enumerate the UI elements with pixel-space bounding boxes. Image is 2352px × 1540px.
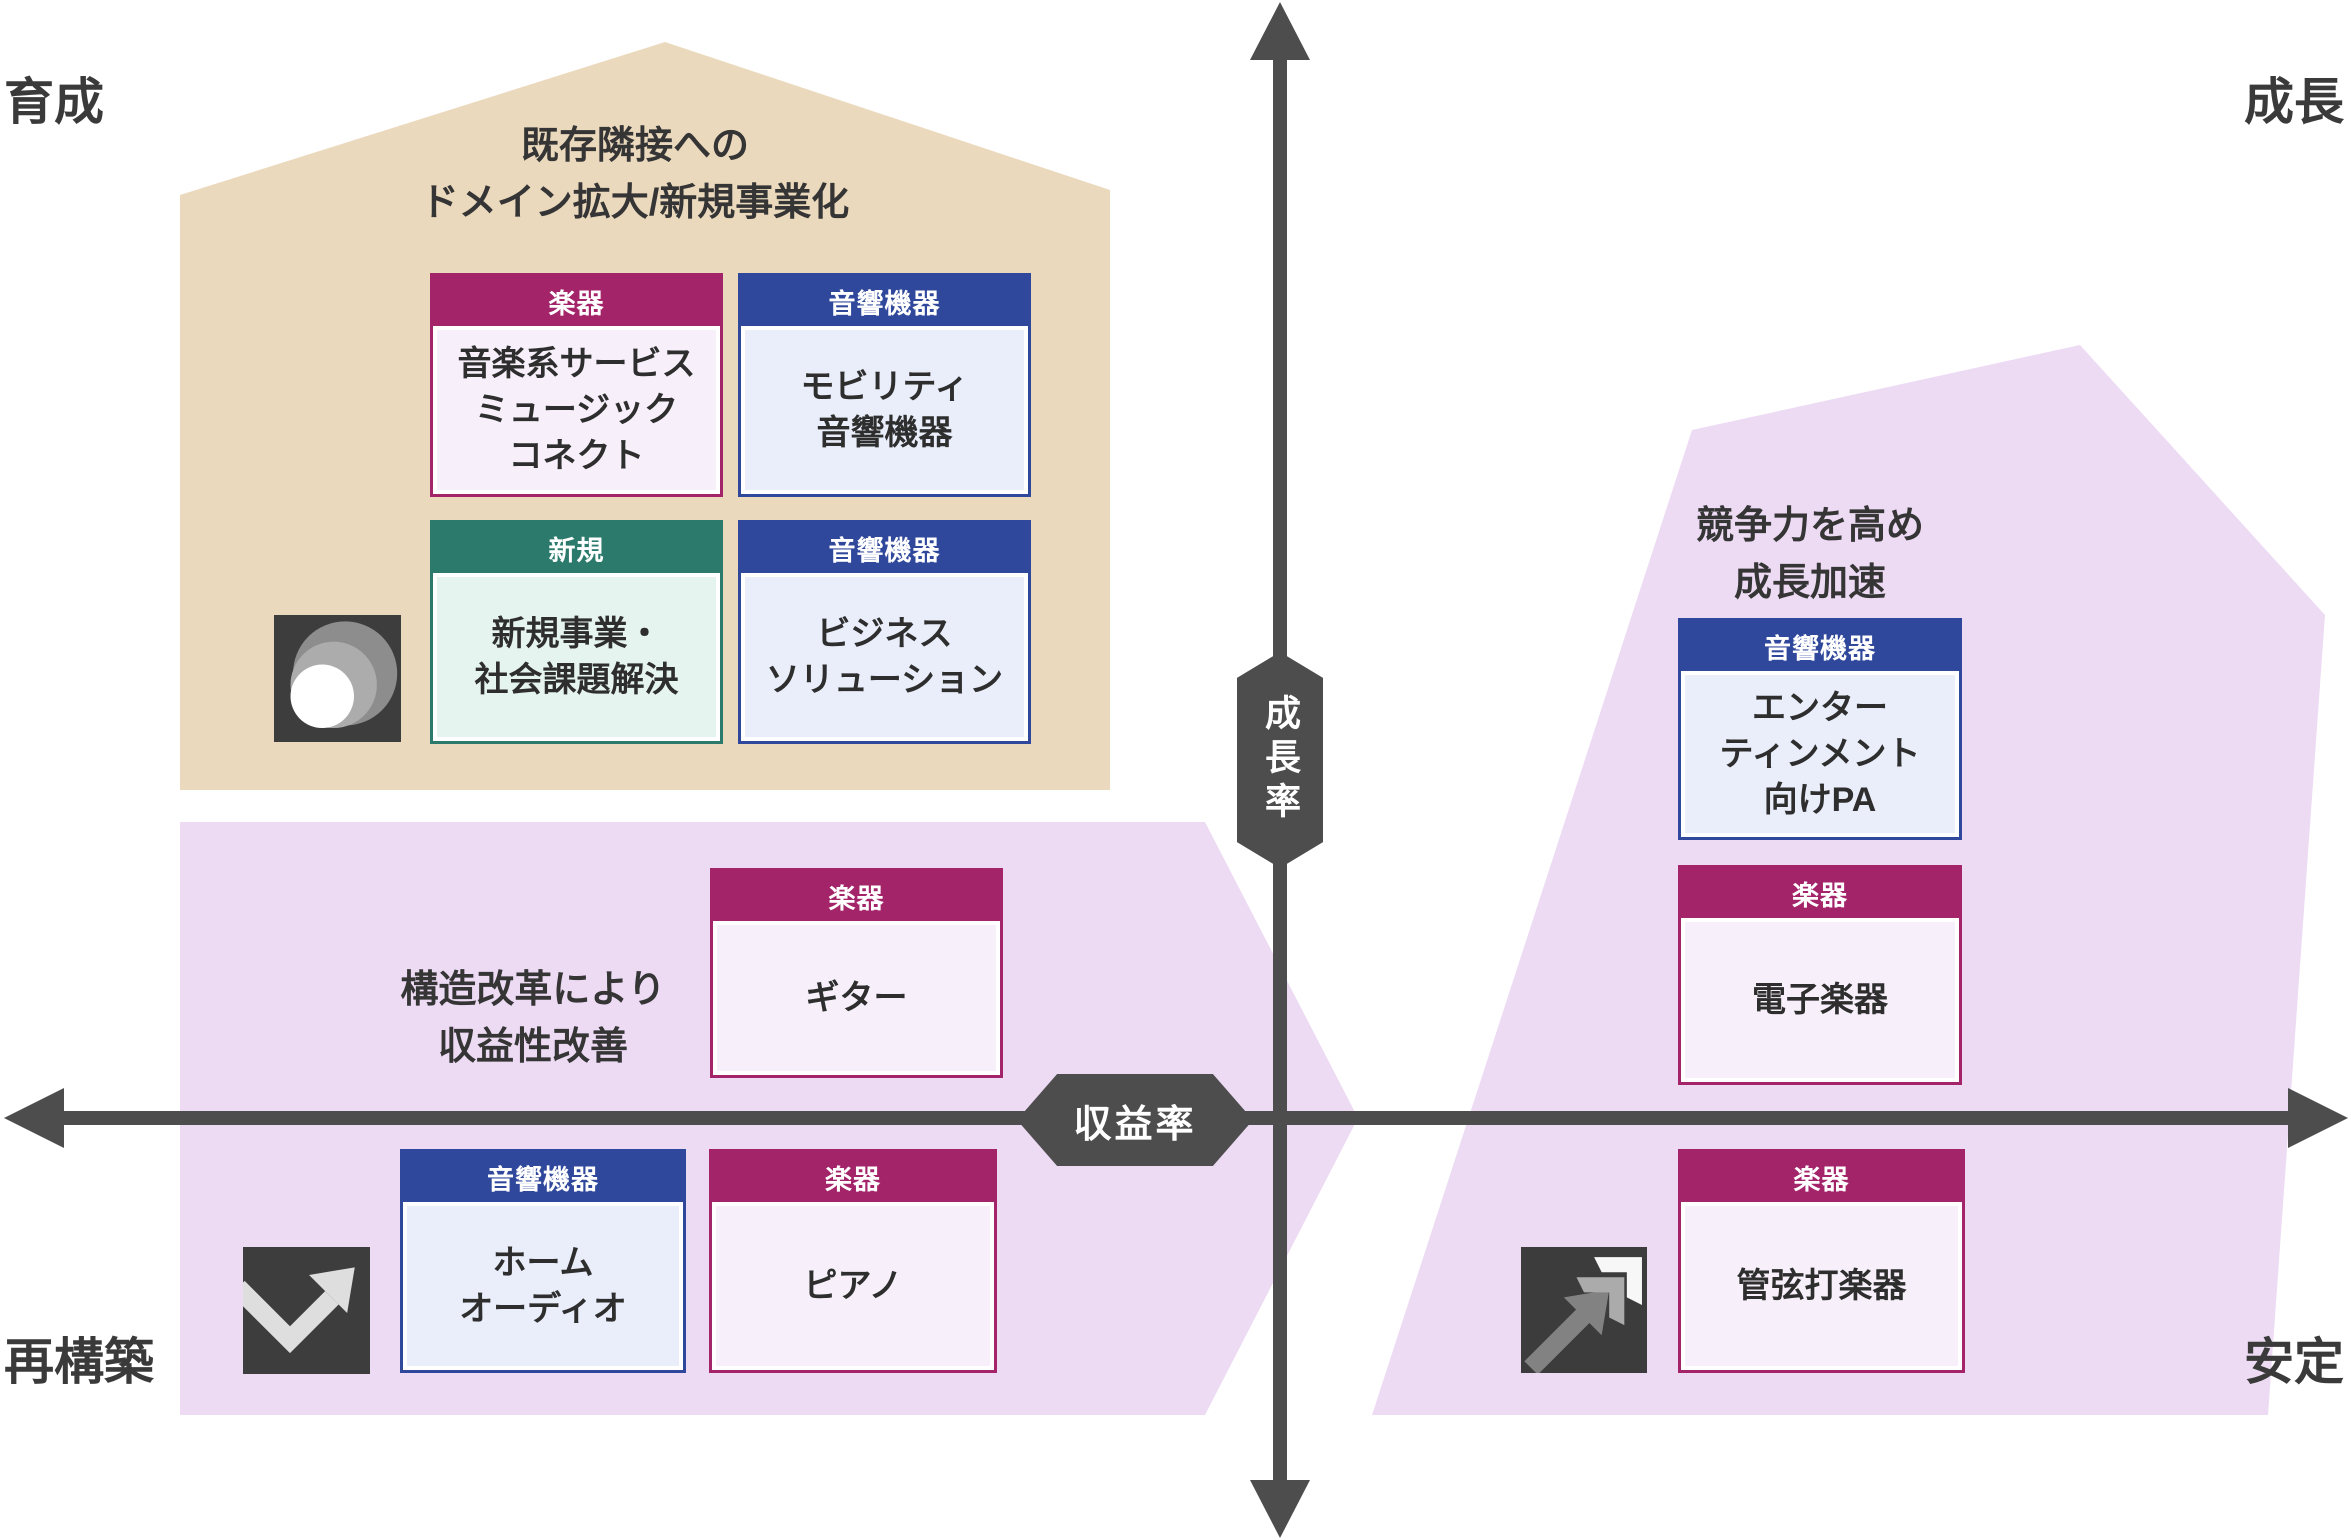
expand-region-title: 既存隣接への ドメイン拡大/新規事業化 (335, 118, 935, 232)
card-category-tag: 音響機器 (741, 523, 1028, 573)
card-body-line: 電子楽器 (1752, 981, 1888, 1019)
card-body: モビリティ 音響機器 (741, 326, 1028, 494)
accelerate-region-title: 競争力を高め 成長加速 (1510, 498, 2110, 612)
card-body-line: コネクト (508, 437, 645, 475)
card-body: ピアノ (712, 1202, 994, 1370)
card-new-business: 新規 新規事業・ 社会課題解決 (430, 520, 723, 744)
card-category-tag: 楽器 (1681, 1152, 1962, 1202)
card-body-line: ビジネス (816, 615, 953, 653)
card-category-tag: 楽器 (433, 276, 720, 326)
card-orchestral-percussion: 楽器 管弦打楽器 (1678, 1149, 1965, 1373)
card-piano: 楽器 ピアノ (709, 1149, 997, 1373)
card-home-audio: 音響機器 ホーム オーディオ (400, 1149, 686, 1373)
card-body-line: 音楽系サービス (457, 345, 696, 383)
quadrant-label-bottom-left: 再構築 (4, 1334, 154, 1390)
card-music-services: 楽器 音楽系サービス ミュージック コネクト (430, 273, 723, 497)
card-category-tag: 音響機器 (403, 1152, 683, 1202)
card-body: エンター ティンメント 向けPA (1681, 671, 1959, 837)
accelerate-title-line2: 成長加速 (1733, 562, 1886, 604)
card-electronic-instruments: 楽器 電子楽器 (1678, 865, 1962, 1085)
rebound-arrow-icon (243, 1247, 370, 1374)
card-body: 管弦打楽器 (1681, 1202, 1962, 1370)
quadrant-label-bottom-right: 安定 (2244, 1334, 2344, 1390)
card-body-line: ティンメント (1719, 735, 1921, 773)
card-body: ビジネス ソリューション (741, 573, 1028, 741)
card-body-line: ソリューション (765, 661, 1004, 699)
restructure-title-line1: 構造改革により (400, 969, 666, 1011)
growth-rate-axis-badge: 成長率 (1237, 652, 1323, 868)
card-body-line: エンター (1752, 689, 1888, 727)
card-body-line: 向けPA (1763, 781, 1877, 819)
card-business-solution: 音響機器 ビジネス ソリューション (738, 520, 1031, 744)
card-body-line: ギター (805, 979, 908, 1017)
restructure-title-line2: 収益性改善 (437, 1026, 628, 1068)
ascend-chevrons-icon (1521, 1247, 1647, 1373)
card-body: ホーム オーディオ (403, 1202, 683, 1370)
card-category-tag: 新規 (433, 523, 720, 573)
axis-arrow-left-icon (4, 1088, 64, 1148)
card-category-tag: 楽器 (712, 1152, 994, 1202)
card-body: 新規事業・ 社会課題解決 (433, 573, 720, 741)
card-body-line: オーディオ (459, 1290, 627, 1328)
card-body-line: 社会課題解決 (474, 661, 679, 699)
card-category-tag: 楽器 (713, 871, 1000, 921)
expand-title-line2: ドメイン拡大/新規事業化 (420, 182, 850, 224)
card-body-line: 新規事業・ (491, 615, 662, 653)
card-entertainment-pa: 音響機器 エンター ティンメント 向けPA (1678, 618, 1962, 840)
card-category-tag: 楽器 (1681, 868, 1959, 918)
card-body-line: 音響機器 (816, 414, 953, 452)
card-body-line: ピアノ (803, 1267, 903, 1305)
restructure-region-title: 構造改革により 収益性改善 (233, 962, 833, 1076)
quadrant-label-top-right: 成長 (2244, 74, 2344, 130)
card-guitar: 楽器 ギター (710, 868, 1003, 1078)
card-body-line: ミュージック (474, 391, 679, 429)
card-body: 音楽系サービス ミュージック コネクト (433, 326, 720, 494)
profitability-axis-badge: 収益率 (1017, 1074, 1253, 1166)
card-body-line: モビリティ (800, 368, 969, 406)
axis-arrow-right-icon (2288, 1088, 2348, 1148)
axis-arrow-down-icon (1250, 1480, 1310, 1538)
card-body: 電子楽器 (1681, 918, 1959, 1082)
quadrant-label-top-left: 育成 (4, 74, 104, 130)
incubation-circles-icon (274, 615, 401, 742)
card-body-line: 管弦打楽器 (1736, 1267, 1907, 1305)
axis-arrow-up-icon (1250, 2, 1310, 60)
card-body: ギター (713, 921, 1000, 1075)
card-body-line: ホーム (492, 1244, 594, 1282)
card-category-tag: 音響機器 (1681, 621, 1959, 671)
card-category-tag: 音響機器 (741, 276, 1028, 326)
accelerate-title-line1: 競争力を高め (1695, 505, 1924, 547)
card-mobility-audio: 音響機器 モビリティ 音響機器 (738, 273, 1031, 497)
expand-title-line1: 既存隣接への (520, 125, 749, 167)
